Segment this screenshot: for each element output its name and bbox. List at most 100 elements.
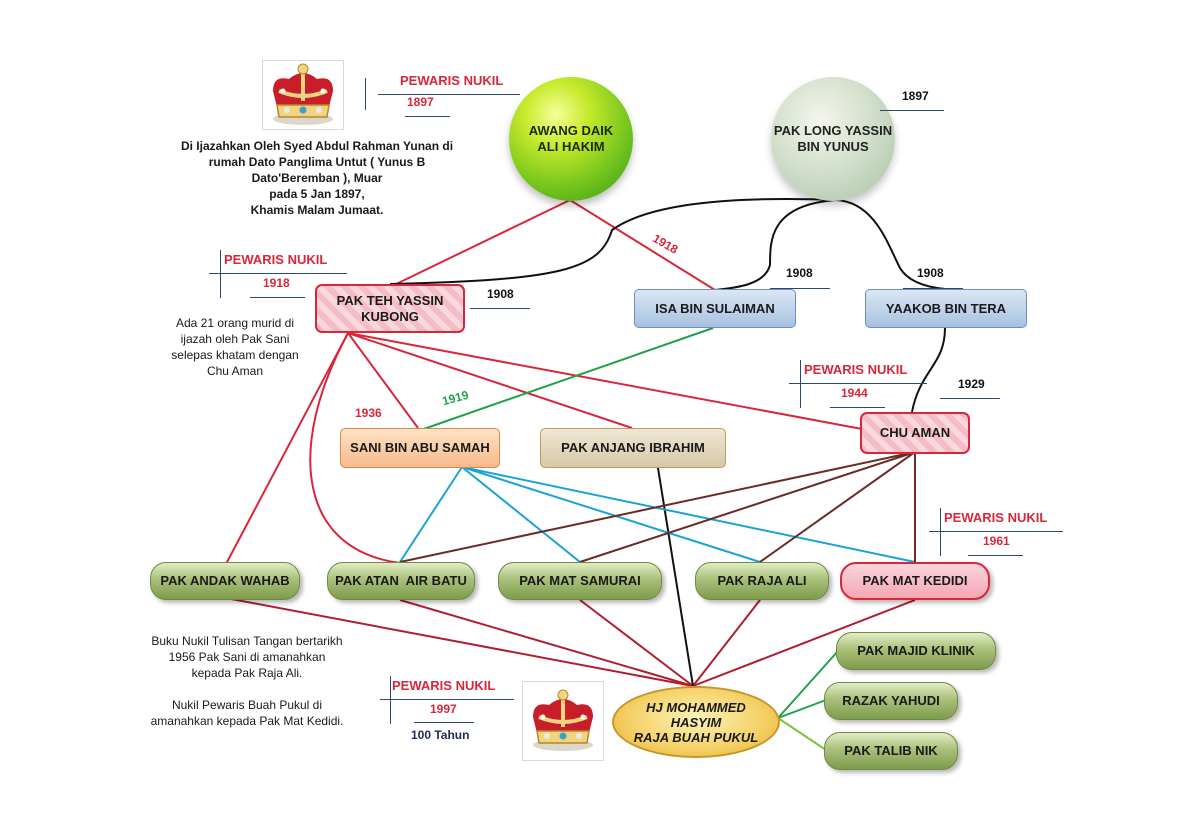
edge-yaakob-chuaman: [911, 327, 946, 413]
pewaris-label: PEWARIS NUKIL: [400, 73, 504, 88]
crown-icon: [522, 681, 604, 761]
rule: [968, 555, 1023, 556]
rule: [770, 288, 830, 289]
node-chu-aman: CHU AMAN: [860, 412, 970, 454]
edge-kedidi-hashim: [692, 599, 916, 687]
year-1897-label: 1897: [407, 95, 434, 109]
year-1929-label: 1929: [958, 377, 985, 391]
node-hj-mohammed-hasyim: HJ MOHAMMED HASYIM RAJA BUAH PUKUL: [612, 686, 780, 758]
node-awang-daik: AWANG DAIK ALI HAKIM: [509, 77, 633, 201]
year-1944-label: 1944: [841, 386, 868, 400]
rule: [365, 78, 366, 110]
node-pak-teh-yassin: PAK TEH YASSIN KUBONG: [315, 284, 465, 333]
edge-chuaman-samurai: [579, 451, 916, 563]
crown-icon: [262, 60, 344, 130]
edge-andak-hashim: [225, 597, 694, 687]
year-1936-label: 1936: [355, 406, 382, 420]
rule: [220, 250, 221, 298]
node-pak-atan-air-batu-label: PAK ATAN AIR BATU: [335, 573, 467, 588]
node-pak-majid-klinik-label: PAK MAJID KLINIK: [857, 643, 975, 658]
node-pak-mat-kedidi: PAK MAT KEDIDI: [840, 562, 990, 600]
buku-text: Buku Nukil Tulisan Tangan bertarikh 1956…: [150, 634, 344, 728]
year-1908-label: 1908: [917, 266, 944, 280]
node-pak-long-yassin-label: PAK LONG YASSIN BIN YUNUS: [773, 123, 893, 154]
node-pak-anjang-ibrahim-label: PAK ANJANG IBRAHIM: [561, 440, 705, 455]
rule: [405, 116, 450, 117]
pewaris-label: PEWARIS NUKIL: [224, 252, 328, 267]
edge-sani-rajaali: [461, 466, 761, 563]
edge-anjang-hashim: [657, 467, 694, 687]
rule: [940, 508, 941, 556]
pewaris-label: PEWARIS NUKIL: [804, 362, 908, 377]
node-pak-raja-ali: PAK RAJA ALI: [695, 562, 829, 600]
edge-pakteh-andak: [225, 332, 349, 565]
buku-note: Buku Nukil Tulisan Tangan bertarikh 1956…: [138, 633, 356, 729]
node-isa-bin-sulaiman: ISA BIN SULAIMAN: [634, 289, 796, 328]
edge-isa-sani: [417, 327, 714, 432]
node-isa-bin-sulaiman-label: ISA BIN SULAIMAN: [655, 300, 775, 316]
edge-pakteh-anjang: [347, 332, 633, 429]
ijazah-text: Di Ijazahkan Oleh Syed Abdul Rahman Yuna…: [180, 139, 454, 217]
node-hj-mohammed-hasyim-label: HJ MOHAMMED HASYIM RAJA BUAH PUKUL: [633, 699, 759, 745]
edge-pakteh-chuaman: [347, 332, 863, 430]
node-awang-daik-label: AWANG DAIK ALI HAKIM: [528, 123, 614, 154]
rule: [250, 297, 305, 298]
rule: [903, 288, 963, 289]
rule: [380, 699, 514, 700]
node-pak-anjang-ibrahim: PAK ANJANG IBRAHIM: [540, 428, 726, 468]
edge-pakteh-atan: [309, 332, 401, 564]
rule: [470, 308, 530, 309]
edge-pakteh-sani: [347, 332, 419, 429]
rule: [414, 722, 474, 723]
node-yaakob-bin-tera: YAAKOB BIN TERA: [865, 289, 1027, 328]
rule: [830, 407, 885, 408]
node-pak-andak-wahab: PAK ANDAK WAHAB: [150, 562, 300, 600]
year-1918-label: 1918: [263, 276, 290, 290]
node-pak-mat-samurai-label: PAK MAT SAMURAI: [519, 573, 641, 588]
node-yaakob-bin-tera-label: YAAKOB BIN TERA: [885, 300, 1007, 316]
node-razak-yahudi-label: RAZAK YAHUDI: [842, 693, 940, 708]
node-pak-talib-nik-label: PAK TALIB NIK: [844, 743, 938, 758]
rule: [789, 383, 927, 384]
year-1997-label: 1997: [430, 702, 457, 716]
murid-text: Ada 21 orang murid di ijazah oleh Pak Sa…: [171, 316, 299, 378]
rule: [880, 110, 944, 111]
node-razak-yahudi: RAZAK YAHUDI: [824, 682, 958, 720]
year-1897-label: 1897: [902, 89, 929, 103]
node-pak-mat-kedidi-label: PAK MAT KEDIDI: [862, 573, 968, 588]
edge-awang-isa: [569, 199, 716, 291]
rule: [800, 360, 801, 408]
node-chu-aman-label: CHU AMAN: [879, 425, 951, 440]
node-pak-atan-air-batu: PAK ATAN AIR BATU: [327, 562, 475, 600]
edge-paklong-pakteh: [389, 198, 837, 285]
node-pak-teh-yassin-label: PAK TEH YASSIN KUBONG: [336, 292, 444, 324]
rule: [929, 531, 1063, 532]
edge-awang-pakteh: [389, 199, 571, 288]
edge-rajaali-hashim: [692, 599, 761, 687]
rule: [378, 94, 520, 95]
edge-paklong-yaakob: [835, 199, 946, 290]
rule: [390, 676, 391, 724]
node-pak-raja-ali-label: PAK RAJA ALI: [717, 573, 807, 588]
murid-note: Ada 21 orang murid di ijazah oleh Pak Sa…: [160, 315, 310, 379]
pewaris-label: PEWARIS NUKIL: [392, 678, 496, 693]
edge-atan-hashim: [399, 599, 694, 687]
year-1908-label: 1908: [786, 266, 813, 280]
edge-sani-kedidi: [461, 466, 916, 563]
rule: [209, 273, 347, 274]
edge-samurai-hashim: [579, 599, 694, 687]
edge-sani-atan: [399, 466, 463, 563]
edge-paklong-isa: [714, 199, 837, 291]
node-pak-long-yassin: PAK LONG YASSIN BIN YUNUS: [771, 77, 895, 201]
edge-chuaman-rajaali: [759, 451, 916, 563]
node-pak-majid-klinik: PAK MAJID KLINIK: [836, 632, 996, 670]
pewaris-label: PEWARIS NUKIL: [944, 510, 1048, 525]
node-pak-mat-samurai: PAK MAT SAMURAI: [498, 562, 662, 600]
node-sani-bin-abu-samah-label: SANI BIN ABU SAMAH: [350, 440, 490, 455]
edge-hashim-majid: [777, 650, 839, 719]
edge-hashim-talib: [777, 717, 827, 751]
edge-sani-samurai: [461, 466, 581, 563]
node-pak-andak-wahab-label: PAK ANDAK WAHAB: [160, 573, 290, 588]
tahun-label: 100 Tahun: [411, 728, 470, 742]
